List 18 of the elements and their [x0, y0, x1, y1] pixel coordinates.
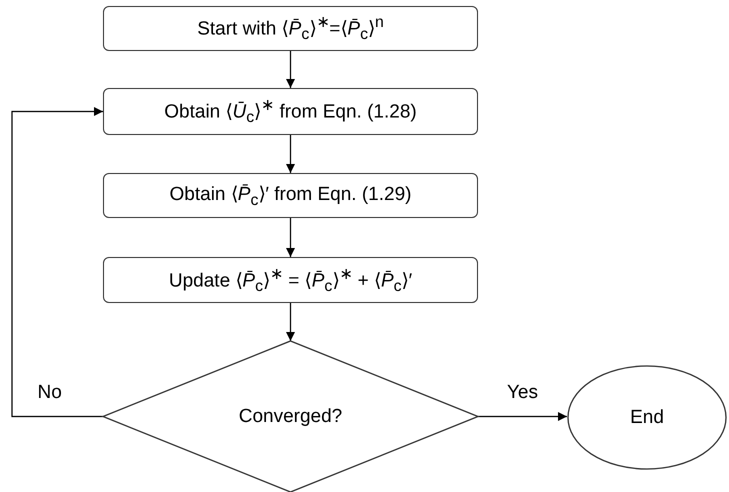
- terminal-text: End: [630, 406, 664, 428]
- arrow: [11, 107, 103, 418]
- process-box: [103, 88, 478, 135]
- process-box: [103, 173, 478, 218]
- decision-text: Converged?: [238, 406, 342, 428]
- step-text: Obtain ⟨P̄$_{c}$⟩′ from Eqn. (1.29): [170, 182, 412, 210]
- step-text: Start with ⟨P̄$_{c}$⟩$^{∗}$=⟨P̄$_{c}$⟩$^{n}$: [197, 13, 384, 45]
- step-text: Obtain ⟨Ū$_{c}$⟩$^{∗}$ from Eqn. (1.28): [164, 96, 417, 128]
- process-box: [103, 257, 478, 303]
- arrow: [286, 51, 295, 88]
- arrow: [286, 135, 295, 173]
- step-text: Update ⟨P̄$_{c}$⟩$^{∗}$ = ⟨P̄$_{c}$⟩$^{∗}$ + ⟨P̄$_{c}$⟩′: [168, 264, 412, 296]
- terminal-ellipse: [567, 365, 727, 470]
- arrow: [286, 303, 295, 341]
- decision-diamond: [103, 341, 478, 492]
- arrow: [286, 218, 295, 257]
- arrow: [478, 412, 567, 421]
- process-box: [103, 6, 478, 51]
